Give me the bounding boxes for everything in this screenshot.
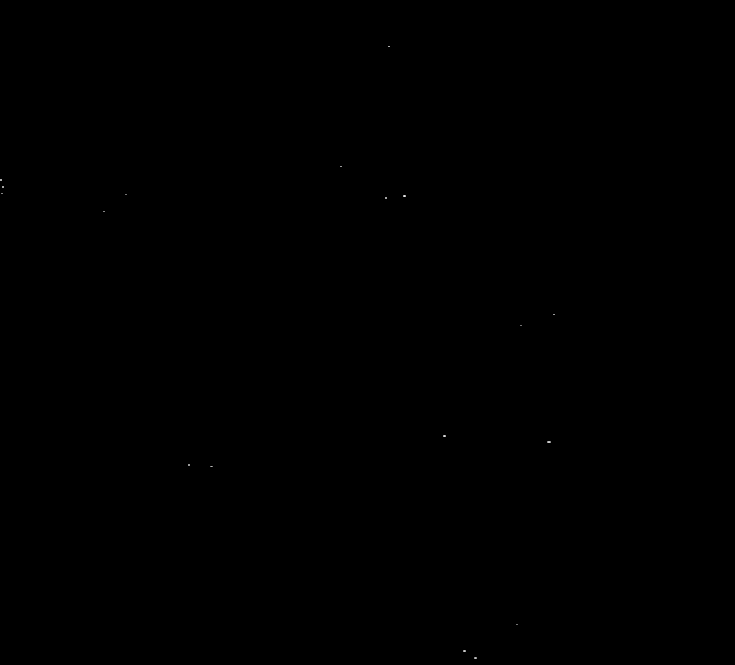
noise-speck <box>0 179 2 181</box>
noise-speck <box>385 197 387 199</box>
noise-speck <box>403 195 406 197</box>
noise-speck <box>1 193 3 194</box>
noise-speck <box>547 441 551 443</box>
noise-speck <box>125 194 127 195</box>
noise-speck <box>463 650 466 652</box>
noise-speck <box>210 466 213 467</box>
noise-speck <box>516 624 518 625</box>
noise-speck <box>520 325 522 326</box>
noise-speck <box>443 435 446 437</box>
noise-speck <box>553 314 555 315</box>
noise-speck <box>2 186 4 188</box>
noise-speck <box>340 166 342 167</box>
noise-speck <box>188 464 190 466</box>
noise-speck <box>388 46 390 47</box>
noise-speck <box>474 657 477 659</box>
noise-speck <box>103 211 105 212</box>
